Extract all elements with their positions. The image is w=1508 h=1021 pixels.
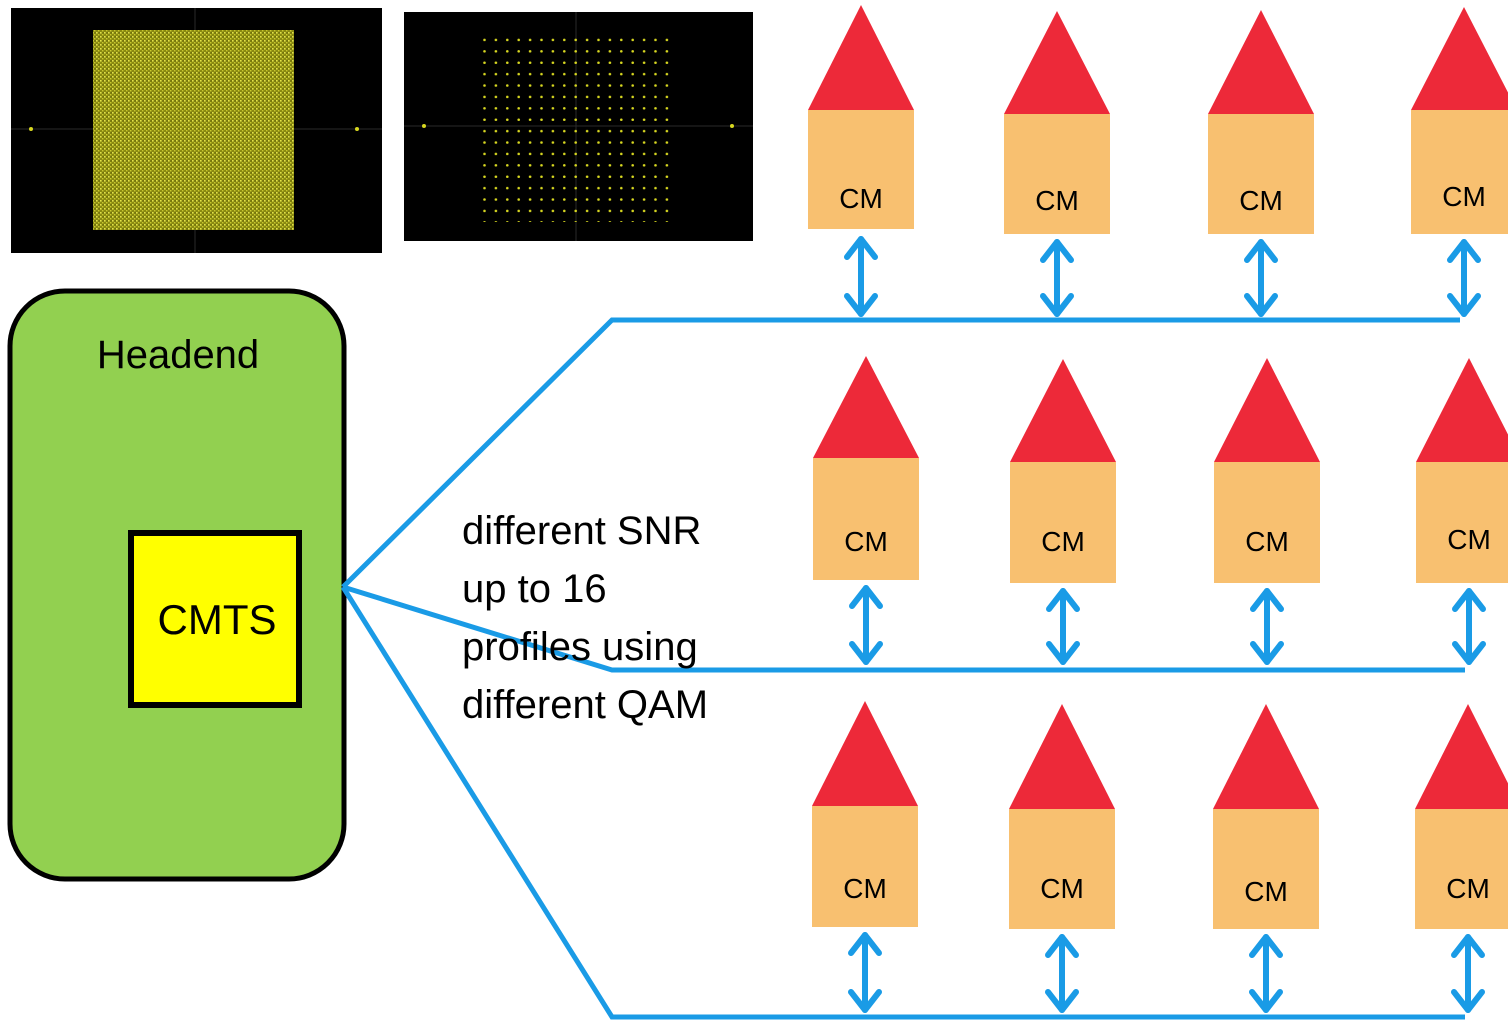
bidirectional-arrow-icon [1451, 934, 1485, 1013]
house-body [1415, 809, 1508, 929]
house-roof [1213, 704, 1319, 809]
house-cm: CM [808, 5, 914, 317]
house-body [808, 110, 914, 229]
house-roof [1010, 359, 1116, 462]
house-body [1208, 114, 1314, 234]
house-roof [808, 5, 914, 110]
house-body [1214, 462, 1320, 583]
house-body [1010, 462, 1116, 583]
house-cm: CM [1411, 7, 1508, 317]
cmts-label: CMTS [158, 596, 277, 643]
annotation: different SNR up to 16 profiles using di… [462, 509, 708, 727]
annotation-line-3: profiles using [462, 625, 698, 669]
house-roof [1411, 7, 1508, 110]
dense-constellation [11, 8, 382, 253]
house-cm: CM [1010, 359, 1116, 665]
house-roof [1415, 704, 1508, 809]
house-roof [1208, 10, 1314, 114]
house-cm: CM [1208, 10, 1314, 317]
house-roof [1214, 358, 1320, 462]
house-body [1416, 462, 1508, 583]
cable-modem-houses: CM CM CM CM CM CM CM CM CM CM CM CM [808, 5, 1508, 1013]
bidirectional-arrow-icon [849, 585, 883, 665]
bidirectional-arrow-icon [1040, 239, 1074, 317]
bidirectional-arrow-icon [1447, 239, 1481, 317]
cm-label: CM [1245, 526, 1289, 557]
house-cm: CM [813, 356, 919, 665]
house-roof [812, 701, 918, 806]
annotation-line-1: different SNR [462, 509, 701, 553]
house-roof [1009, 704, 1115, 809]
bidirectional-arrow-icon [1452, 588, 1486, 665]
bidirectional-arrow-icon [848, 932, 882, 1013]
house-roof [813, 356, 919, 458]
house-roof [1004, 11, 1110, 114]
bidirectional-arrow-icon [1249, 934, 1283, 1013]
feeder-cables [340, 317, 1465, 1020]
cm-label: CM [1239, 185, 1283, 216]
house-roof [1416, 358, 1508, 462]
bidirectional-arrow-icon [844, 236, 878, 317]
annotation-line-2: up to 16 [462, 567, 607, 611]
bidirectional-arrow-icon [1250, 588, 1284, 665]
house-cm: CM [1004, 11, 1110, 317]
sparse-constellation [404, 12, 753, 241]
cm-label: CM [843, 873, 887, 904]
cm-label: CM [1447, 524, 1491, 555]
headend-title: Headend [97, 333, 259, 377]
house-body [1411, 110, 1508, 234]
cm-label: CM [1035, 185, 1079, 216]
cm-label: CM [1041, 526, 1085, 557]
cm-label: CM [844, 526, 888, 557]
house-cm: CM [1416, 358, 1508, 665]
bidirectional-arrow-icon [1244, 239, 1278, 317]
house-cm: CM [1009, 704, 1115, 1013]
bidirectional-arrow-icon [1045, 934, 1079, 1013]
cm-label: CM [1442, 181, 1486, 212]
house-body [812, 806, 918, 927]
cmts-box: CMTS [128, 530, 302, 708]
house-cm: CM [1214, 358, 1320, 665]
annotation-line-4: different QAM [462, 683, 708, 727]
feeder-cable-bottom [340, 585, 1465, 1020]
house-cm: CM [1415, 704, 1508, 1013]
feeder-cable-middle [342, 584, 1465, 673]
house-body [813, 458, 919, 580]
house-cm: CM [812, 701, 918, 1013]
cm-label: CM [1244, 876, 1288, 907]
house-cm: CM [1213, 704, 1319, 1013]
feeder-cable-top [341, 317, 1460, 589]
house-body [1004, 114, 1110, 234]
house-body [1213, 809, 1319, 929]
bidirectional-arrow-icon [1046, 588, 1080, 665]
cm-label: CM [1446, 873, 1490, 904]
cm-label: CM [1040, 873, 1084, 904]
house-body [1009, 809, 1115, 929]
cm-label: CM [839, 183, 883, 214]
